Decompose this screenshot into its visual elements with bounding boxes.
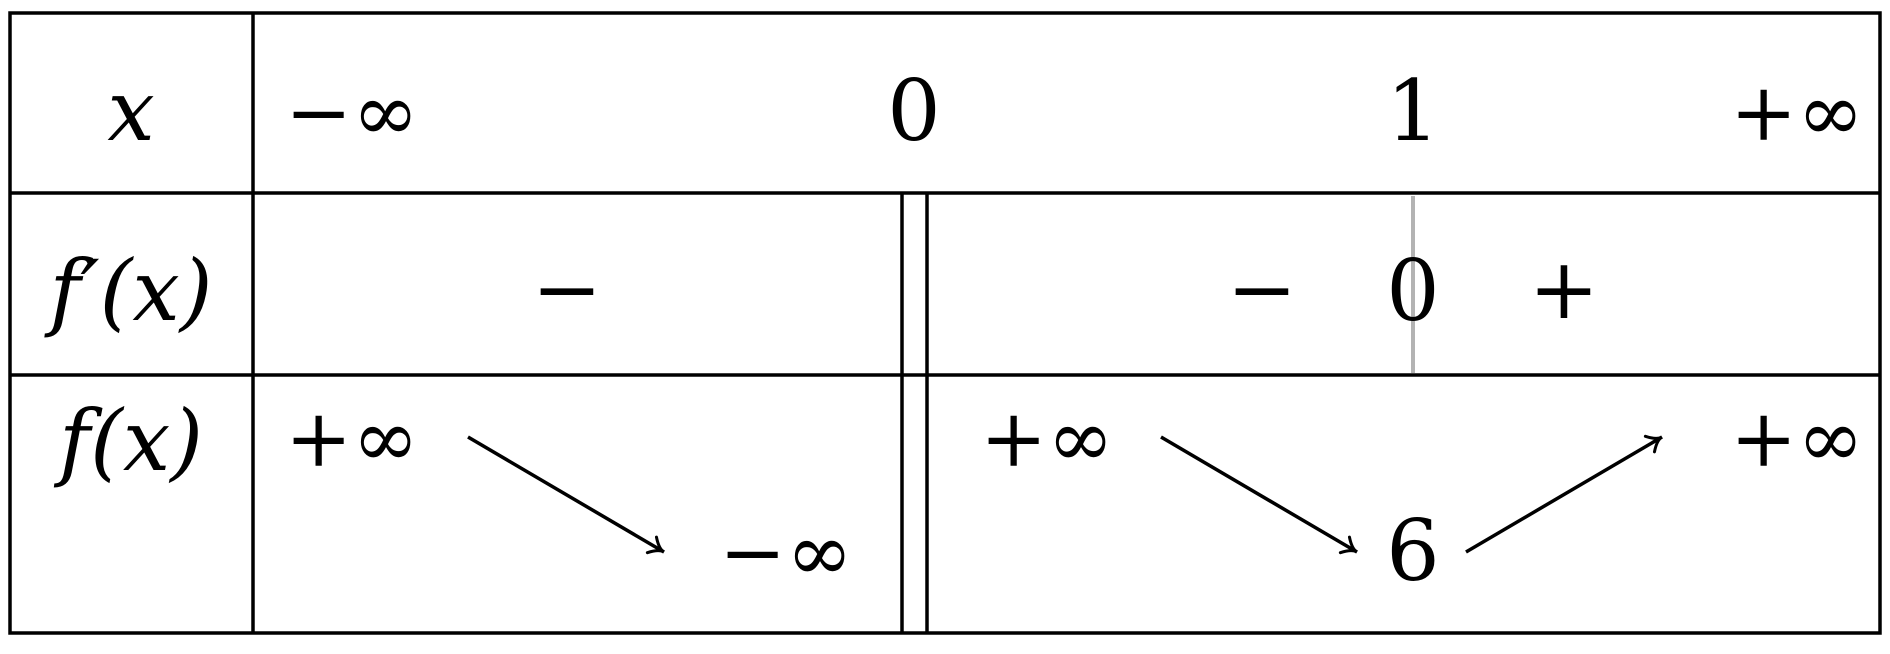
x-value-minus-infinity: −∞	[285, 66, 419, 159]
x-value-zero: 0	[887, 62, 940, 160]
variation-minimum-six: 6	[1386, 502, 1439, 600]
table-border	[8, 11, 1882, 635]
variation-left-end-minus-infinity: −∞	[719, 506, 853, 599]
variation-right-start-plus-infinity: +∞	[980, 392, 1114, 485]
sign-negative-second: −	[1227, 240, 1297, 338]
decreasing-arrow-left	[467, 435, 665, 555]
x-value-plus-infinity: +∞	[1730, 66, 1864, 159]
variation-right-end-plus-infinity: +∞	[1730, 392, 1864, 485]
derivative-zero-at-one: 0	[1386, 242, 1439, 340]
row-label-fprime: f′(x)	[43, 242, 212, 340]
table-grid	[8, 11, 1882, 635]
x-value-one: 1	[1386, 62, 1439, 160]
variation-left-start-plus-infinity: +∞	[285, 392, 419, 485]
sign-positive: +	[1529, 240, 1599, 338]
row-label-f: f(x)	[53, 392, 203, 490]
row-label-x: x	[107, 62, 154, 160]
decreasing-arrow-right	[1160, 435, 1358, 555]
increasing-arrow	[1465, 434, 1663, 554]
sign-negative-first: −	[532, 240, 602, 338]
